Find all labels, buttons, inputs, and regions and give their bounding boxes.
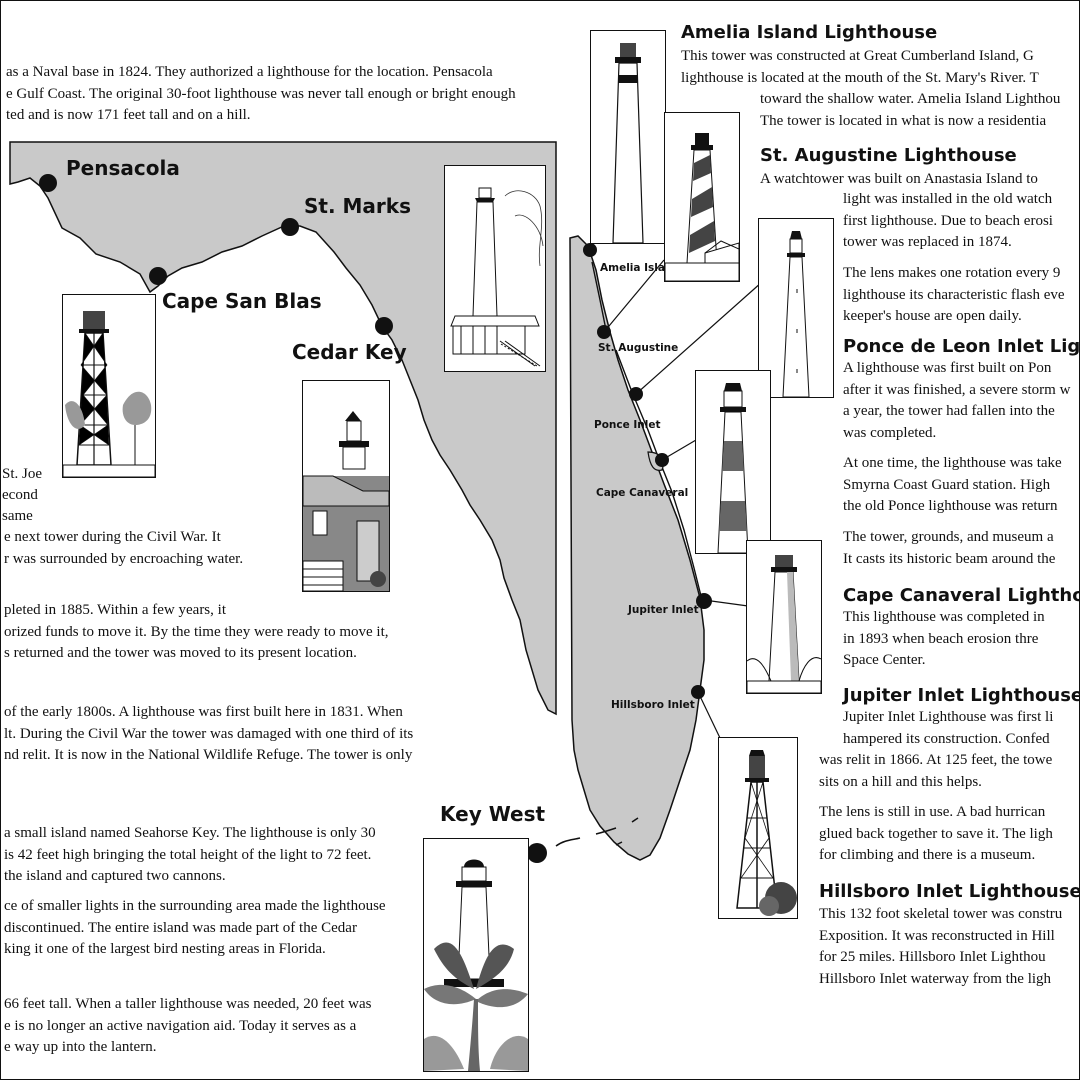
barrier-island-1 <box>591 261 607 331</box>
canaveral-heading: Cape Canaveral Lighthou <box>843 585 1080 606</box>
pensacola-lighthouse-illustration <box>444 165 546 372</box>
ponce-heading: Ponce de Leon Inlet Light <box>843 336 1080 357</box>
florida-peninsula-east-land <box>569 235 705 861</box>
florida-keys <box>555 817 639 847</box>
san-blas-text-2: e next tower during the Civil War. It r … <box>4 529 244 567</box>
ponce-text-c: The tower, grounds, and museum a It cast… <box>843 529 1056 567</box>
jupiter-text-b: was relit in 1866. At 125 feet, the towe… <box>819 752 1053 790</box>
cedar-key-lighthouse-illustration <box>302 380 390 592</box>
ponce-inlet-lighthouse-illustration <box>758 218 834 398</box>
hillsboro-text: This 132 foot skeletal tower was constru… <box>819 906 1063 987</box>
key-west-lighthouse-illustration <box>423 838 529 1072</box>
st-augustine-label: St. Augustine <box>598 342 679 354</box>
san-blas-text-3: pleted in 1885. Within a few years, it o… <box>4 602 389 661</box>
cedar-key-label: Cedar Key <box>292 340 407 364</box>
pensacola-marker <box>39 174 57 192</box>
cedar-key-text-2: ce of smaller lights in the surrounding … <box>4 898 386 957</box>
hillsboro-inlet-marker <box>691 685 705 699</box>
florida-panhandle-land <box>9 141 557 716</box>
amelia-text-b: toward the shallow water. Amelia Island … <box>760 91 1061 129</box>
jupiter-inlet-marker <box>696 593 712 609</box>
st-augustine-text-b: light was installed in the old watch fir… <box>843 191 1053 250</box>
st-augustine-marker <box>597 325 611 339</box>
amelia-island-marker <box>583 243 597 257</box>
amelia-island-lighthouse-illustration <box>590 30 666 244</box>
ponce-text-b: At one time, the lighthouse was take Smy… <box>843 455 1062 514</box>
key-west-label: Key West <box>440 802 546 826</box>
hillsboro-inlet-label: Hillsboro Inlet <box>611 699 695 711</box>
st-augustine-heading: St. Augustine Lighthouse <box>760 145 1017 166</box>
jupiter-text-a: Jupiter Inlet Lighthouse was first li ha… <box>843 709 1054 747</box>
cape-san-blas-label: Cape San Blas <box>162 289 322 313</box>
san-blas-text-fragment: St. Joe econd same <box>2 466 43 524</box>
st-marks-marker <box>281 218 299 236</box>
cape-san-blas-lighthouse-illustration <box>62 294 156 478</box>
st-marks-label: St. Marks <box>304 194 411 218</box>
cedar-key-marker <box>375 317 393 335</box>
ponce-inlet-marker <box>629 387 643 401</box>
pensacola-text: as a Naval base in 1824. They authorized… <box>6 64 516 123</box>
hillsboro-inlet-lighthouse-illustration <box>718 737 798 919</box>
cedar-key-text-1: a small island named Seahorse Key. The l… <box>4 825 376 884</box>
jupiter-inlet-label: Jupiter Inlet <box>628 604 699 616</box>
key-west-marker <box>527 843 547 863</box>
ponce-inlet-label: Ponce Inlet <box>594 419 661 431</box>
jupiter-inlet-lighthouse-illustration <box>746 540 822 694</box>
st-marks-text: of the early 1800s. A lighthouse was fir… <box>4 704 414 763</box>
cape-canaveral-label: Cape Canaveral <box>596 487 689 499</box>
jupiter-text-c: The lens is still in use. A bad hurrican… <box>819 804 1053 863</box>
amelia-heading: Amelia Island Lighthouse <box>681 22 938 43</box>
cape-canaveral-marker <box>655 453 669 467</box>
pensacola-label: Pensacola <box>66 156 180 180</box>
amelia-text-a: This tower was constructed at Great Cumb… <box>681 48 1039 86</box>
ponce-text-a: A lighthouse was first built on Pon afte… <box>843 360 1071 441</box>
amelia-island-label: Amelia Island <box>600 262 680 274</box>
st-augustine-text-c: The lens makes one rotation every 9 ligh… <box>843 265 1065 324</box>
jupiter-heading: Jupiter Inlet Lighthouse <box>843 685 1080 706</box>
cape-canaveral-lighthouse-illustration <box>695 370 771 554</box>
key-west-text: 66 feet tall. When a taller lighthouse w… <box>4 996 372 1055</box>
st-augustine-text-a: A watchtower was built on Anastasia Isla… <box>760 171 1038 187</box>
cape-san-blas-marker <box>149 267 167 285</box>
hillsboro-heading: Hillsboro Inlet Lighthouse <box>819 881 1080 902</box>
canaveral-text: This lighthouse was completed in in 1893… <box>843 609 1045 668</box>
st-augustine-lighthouse-illustration <box>664 112 740 282</box>
